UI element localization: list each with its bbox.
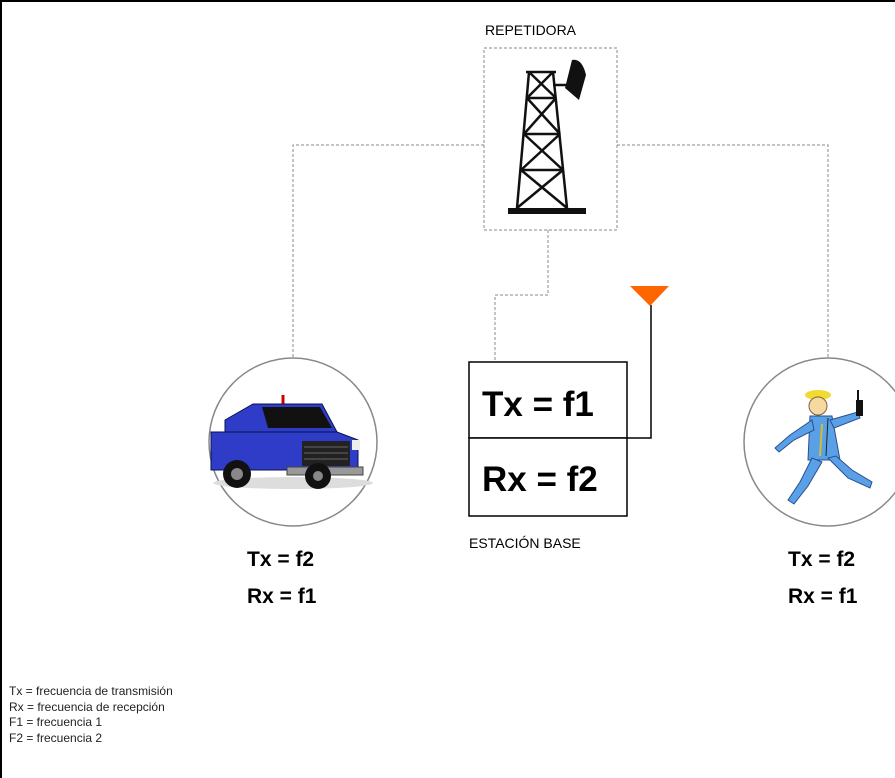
- base-station-label: ESTACIÓN BASE: [469, 535, 581, 551]
- repeater-label: REPETIDORA: [485, 22, 577, 38]
- radio-tower-icon: [508, 59, 586, 214]
- legend-item-f2: F2 = frecuencia 2: [9, 730, 103, 745]
- person-node: [743, 357, 895, 527]
- person-rx: Rx = f1: [788, 585, 858, 608]
- connector-lines: [292, 144, 829, 362]
- antenna-icon: [630, 286, 669, 306]
- base-station-tx: Tx = f1: [482, 385, 594, 424]
- legend-item-rx: Rx = frecuencia de recepción: [9, 699, 165, 714]
- base-station-rx-cell: [468, 437, 628, 517]
- repeater-to-base-link: [494, 230, 549, 362]
- legend-item-tx: Tx = frecuencia de transmisión: [9, 684, 173, 698]
- antenna-cable: [627, 305, 652, 439]
- repeater-to-truck-link: [292, 144, 484, 358]
- base-station-rx: Rx = f2: [482, 460, 598, 499]
- walking-man-with-radio-icon: [774, 390, 873, 505]
- pickup-truck-icon: [210, 395, 373, 489]
- truck-tx: Tx = f2: [247, 548, 315, 571]
- truck-node: [208, 357, 378, 527]
- repeater-to-person-link: [617, 144, 829, 358]
- person-tx: Tx = f2: [788, 548, 856, 571]
- legend: Tx = frecuencia de transmisión Rx = frec…: [9, 684, 173, 746]
- base-station: [468, 286, 669, 517]
- legend-item-f1: F1 = frecuencia 1: [9, 715, 103, 729]
- repeater-box: [483, 47, 618, 231]
- truck-rx: Rx = f1: [247, 585, 317, 608]
